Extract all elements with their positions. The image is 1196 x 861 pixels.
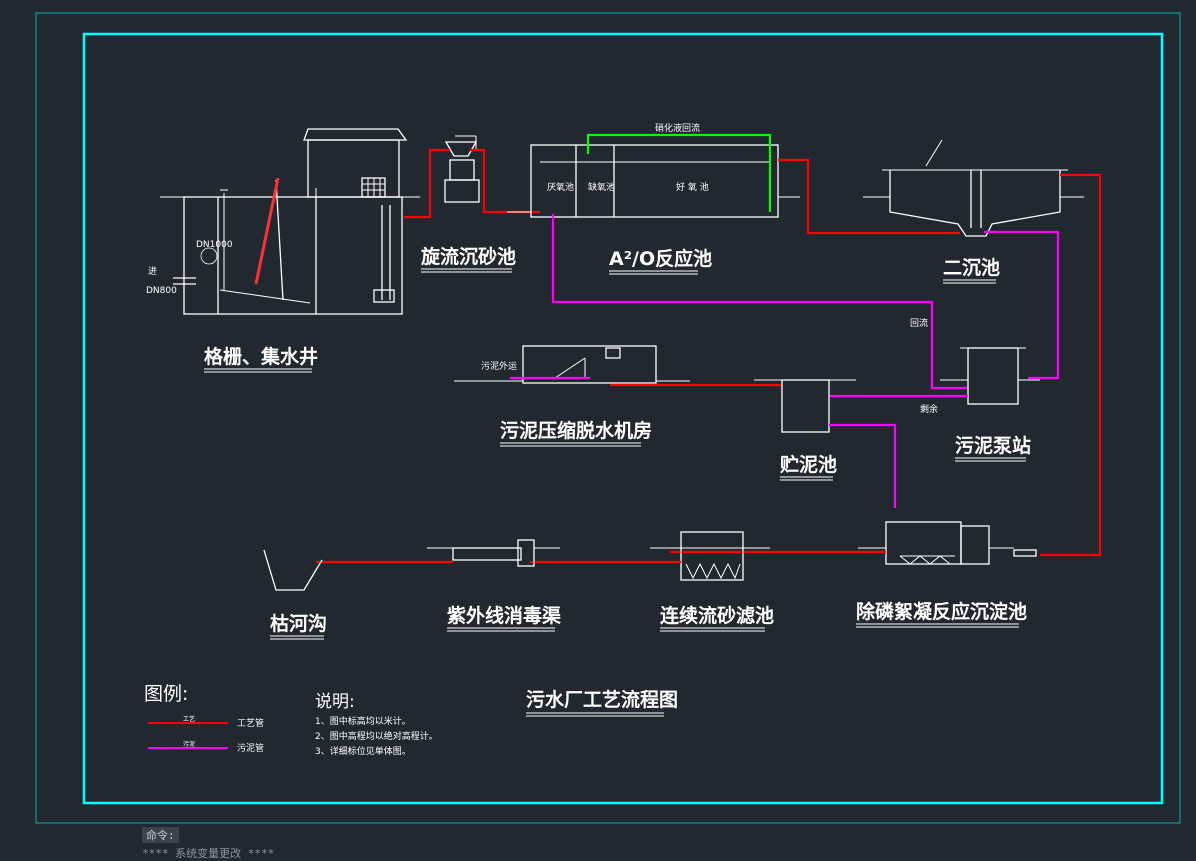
legend-process-label: 工艺管 bbox=[237, 717, 264, 729]
note-2: 2、图中高程均以绝对高程计。 bbox=[315, 730, 438, 742]
nitrified-return-label: 硝化液回流 bbox=[655, 122, 700, 134]
notes-title: 说明: bbox=[315, 692, 355, 712]
grit-chamber-label[interactable]: 旋流沉砂池 bbox=[420, 245, 516, 268]
screen-well-structure bbox=[160, 128, 420, 315]
clarifier-label[interactable]: 二沉池 bbox=[943, 256, 1000, 279]
anaerobic-label: 厌氧池 bbox=[547, 181, 574, 193]
sludge-pump-station-structure bbox=[940, 347, 1040, 405]
legend-sludge-line-text: 污泥 bbox=[183, 740, 195, 748]
grit-chamber-structure bbox=[444, 135, 480, 203]
inlet-label: 进 bbox=[148, 266, 157, 277]
ao-reactor-label[interactable]: A²/O反应池 bbox=[609, 247, 712, 270]
aerobic-label: 好 氧 池 bbox=[676, 181, 709, 193]
sludge-tank-label[interactable]: 贮泥池 bbox=[779, 453, 837, 476]
sand-filter-structure bbox=[650, 531, 770, 581]
anoxic-label: 缺氧池 bbox=[588, 181, 615, 193]
command-prompt[interactable]: 命令: bbox=[142, 827, 179, 843]
dn1000-label: DN1000 bbox=[196, 240, 233, 250]
ao-reactor-structure bbox=[507, 144, 800, 218]
river-channel bbox=[263, 549, 323, 591]
sludge-dewatering-label[interactable]: 污泥压缩脱水机房 bbox=[500, 419, 652, 442]
sludge-tank-structure bbox=[754, 379, 856, 433]
sludge-dewatering-structure bbox=[454, 345, 690, 384]
screen-well-label[interactable]: 格栅、集水井 bbox=[204, 345, 318, 368]
outer-frame bbox=[35, 12, 1181, 824]
excess-sludge-label: 剩余 bbox=[920, 403, 938, 415]
legend-title: 图例: bbox=[144, 683, 188, 705]
sand-filter-label[interactable]: 连续流砂滤池 bbox=[660, 604, 774, 627]
phos-removal-label[interactable]: 除磷絮凝反应沉淀池 bbox=[856, 600, 1027, 623]
sludge-pump-station-label[interactable]: 污泥泵站 bbox=[955, 434, 1031, 457]
note-3: 3、详细标位见单体图。 bbox=[315, 745, 411, 757]
note-1: 1、图中标高均以米计。 bbox=[315, 715, 411, 727]
sludge-out-label: 污泥外运 bbox=[481, 360, 517, 372]
river-label[interactable]: 枯河沟 bbox=[270, 612, 327, 635]
uv-channel-label[interactable]: 紫外线消毒渠 bbox=[447, 604, 561, 627]
dn800-label: DN800 bbox=[146, 286, 177, 296]
drawing-title: 污水厂工艺流程图 bbox=[526, 688, 678, 711]
command-history-line: **** 系统变量更改 **** bbox=[142, 847, 275, 860]
legend-sludge-label: 污泥管 bbox=[237, 742, 264, 754]
return-sludge-label: 回流 bbox=[910, 317, 928, 329]
legend-process-line-text: 工艺 bbox=[183, 715, 195, 723]
uv-channel-structure bbox=[427, 539, 560, 567]
phos-removal-structure bbox=[858, 521, 1037, 565]
inner-frame bbox=[82, 32, 1164, 805]
clarifier-structure bbox=[863, 139, 1084, 237]
